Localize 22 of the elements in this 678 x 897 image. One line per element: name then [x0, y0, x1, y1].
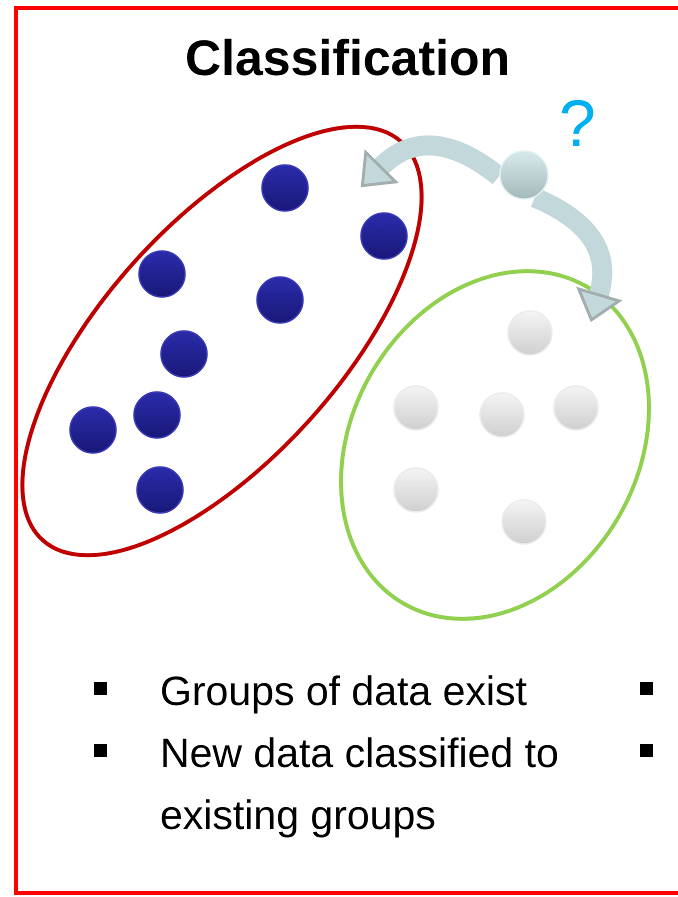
question-mark: ?	[559, 88, 596, 158]
data-point	[360, 212, 408, 260]
cluster-ellipse	[337, 271, 653, 619]
curved-block-arrow	[530, 188, 621, 322]
data-point	[160, 330, 208, 378]
bullet-text: Groups of data exist	[160, 667, 528, 716]
data-point	[479, 392, 525, 438]
data-point	[256, 276, 304, 324]
cluster-ellipse	[20, 125, 424, 557]
data-point	[507, 310, 553, 356]
data-point	[501, 499, 547, 545]
data-point	[133, 391, 181, 439]
new-data-point	[499, 150, 549, 200]
data-point	[393, 467, 439, 513]
data-point	[138, 250, 186, 298]
data-point	[69, 406, 117, 454]
data-point	[136, 466, 184, 514]
title: Classification	[185, 29, 510, 88]
bullet-text: New data classified to existing groups	[160, 729, 560, 840]
data-point	[553, 385, 599, 431]
data-point	[261, 164, 309, 212]
data-point	[393, 385, 439, 431]
